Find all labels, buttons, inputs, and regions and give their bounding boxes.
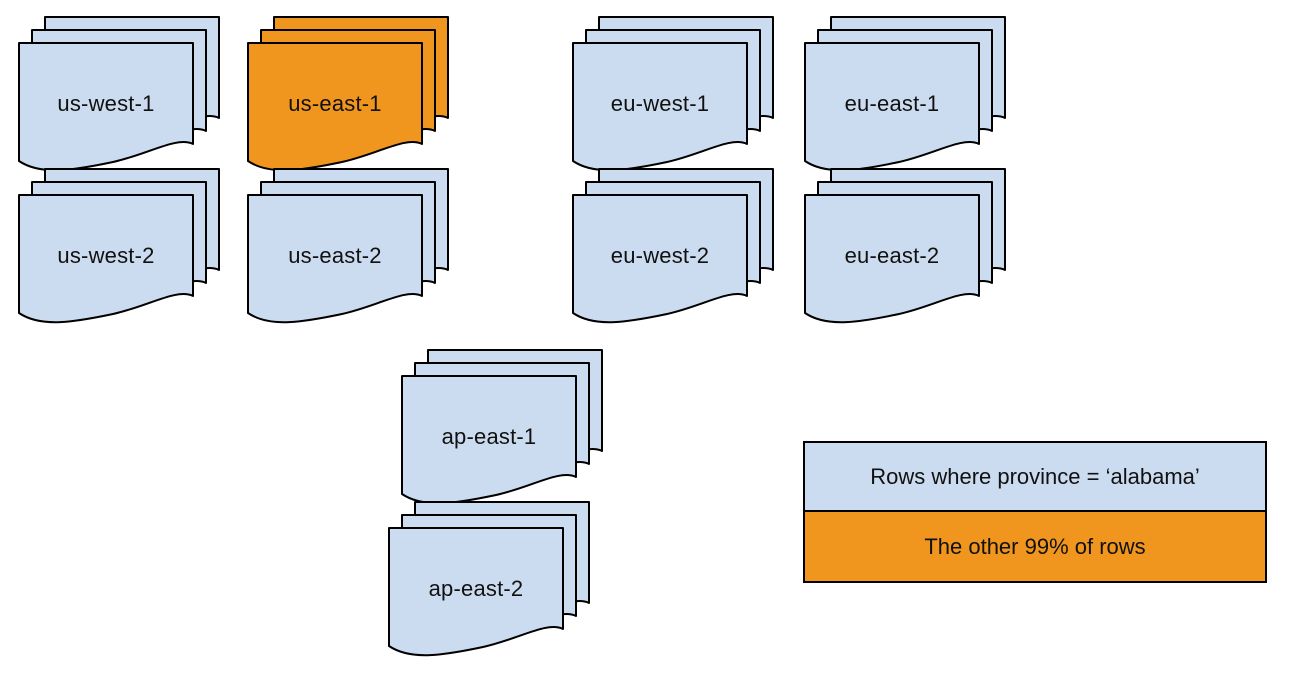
document-stack-icon [247, 16, 449, 172]
region-stack-eu-east-1: eu-east-1 [804, 16, 1007, 173]
document-stack-icon [572, 16, 774, 172]
region-stack-eu-west-1: eu-west-1 [572, 16, 775, 173]
region-stack-ap-east-1: ap-east-1 [401, 349, 604, 506]
document-stack-icon [18, 16, 220, 172]
document-stack-icon [247, 168, 449, 324]
document-stack-icon [18, 168, 220, 324]
region-stack-eu-east-2: eu-east-2 [804, 168, 1007, 325]
legend-item-label: Rows where province = ‘alabama’ [870, 463, 1200, 489]
document-stack-icon [572, 168, 774, 324]
legend-item-label: The other 99% of rows [924, 533, 1146, 559]
legend-item-other-rows: The other 99% of rows [805, 512, 1265, 581]
legend: Rows where province = ‘alabama’ The othe… [803, 441, 1267, 583]
region-stack-eu-west-2: eu-west-2 [572, 168, 775, 325]
region-stack-us-east-2: us-east-2 [247, 168, 450, 325]
document-stack-icon [804, 16, 1006, 172]
document-stack-icon [804, 168, 1006, 324]
legend-item-alabama-rows: Rows where province = ‘alabama’ [805, 443, 1265, 512]
document-stack-icon [388, 501, 590, 657]
region-stack-us-east-1: us-east-1 [247, 16, 450, 173]
region-stack-us-west-2: us-west-2 [18, 168, 221, 325]
region-stack-ap-east-2: ap-east-2 [388, 501, 591, 658]
document-stack-icon [401, 349, 603, 505]
region-stack-us-west-1: us-west-1 [18, 16, 221, 173]
